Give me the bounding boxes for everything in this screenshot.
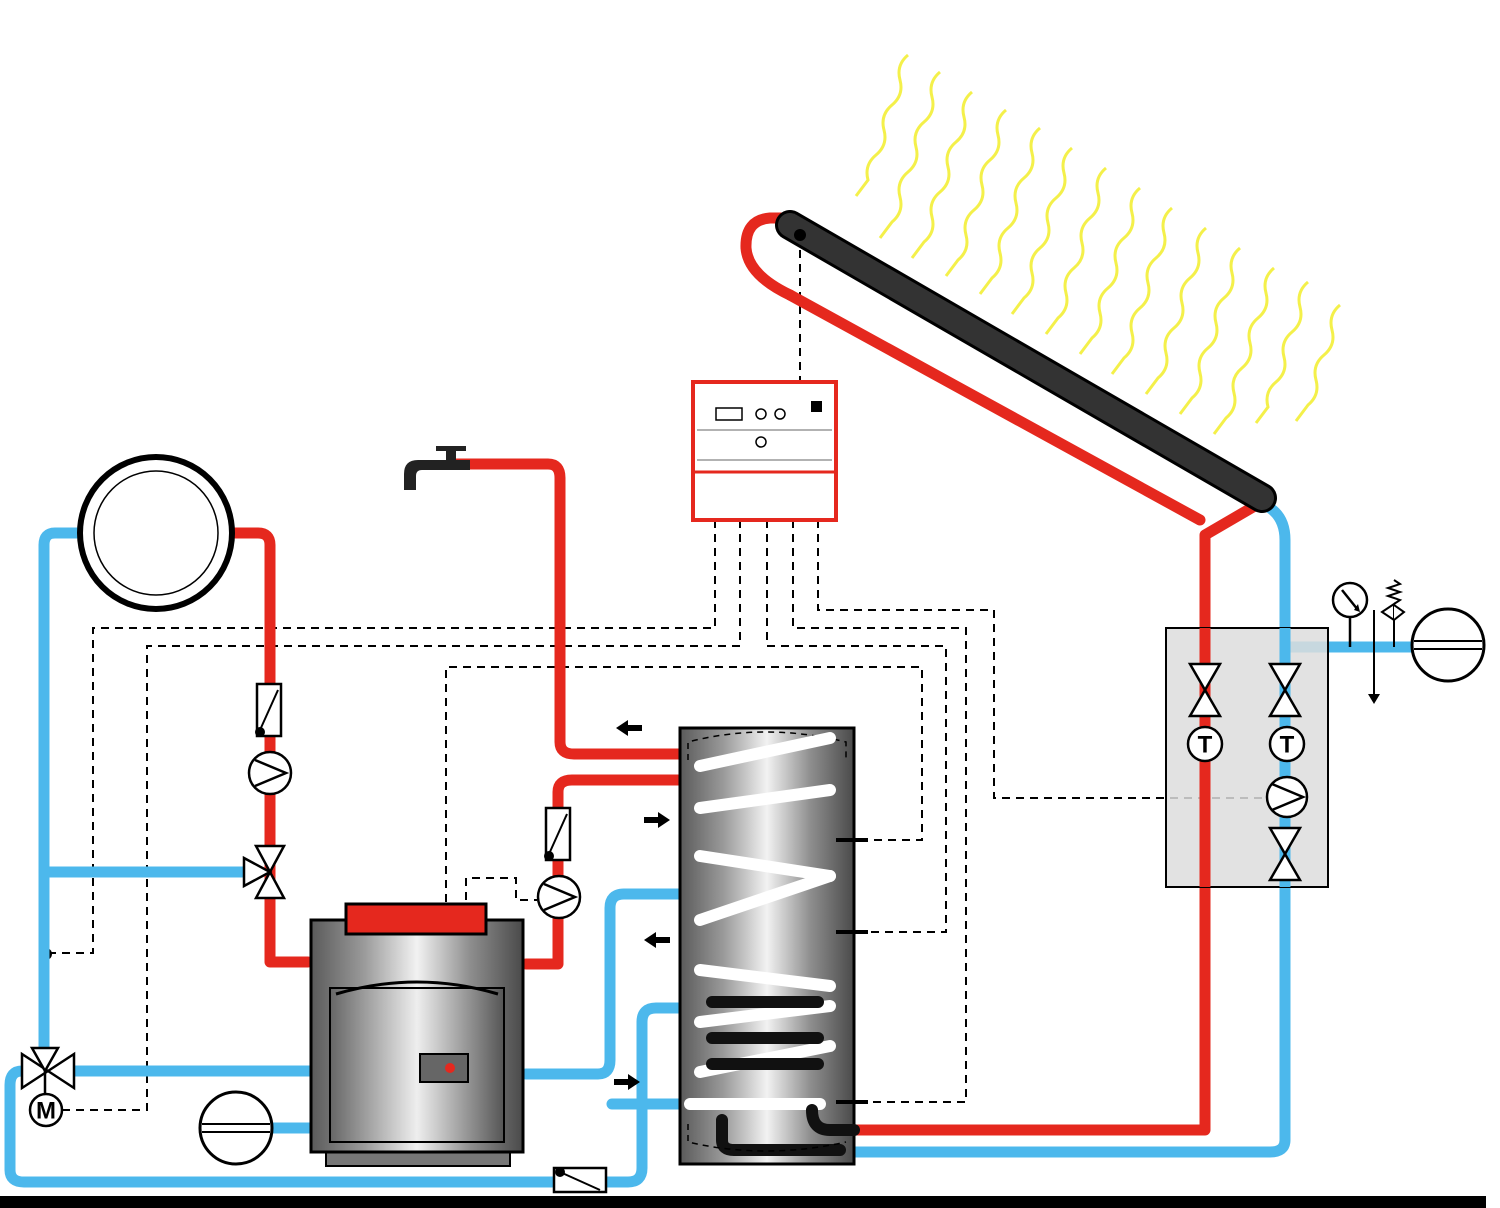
controller-knob[interactable] — [755, 408, 767, 420]
flow-meter-icon — [544, 806, 572, 862]
collector-return-pipe — [784, 289, 1206, 526]
flow-arrows — [614, 720, 670, 1090]
storage-tank — [678, 726, 868, 1166]
safety-valve-icon — [1368, 579, 1406, 704]
valve-icon[interactable] — [1267, 826, 1303, 882]
pump-icon[interactable] — [1265, 775, 1309, 819]
flow-arrow-left — [616, 720, 642, 736]
thermometer-icon: T — [1268, 725, 1306, 763]
sun-rays — [854, 53, 1342, 435]
boiler-panel — [419, 1053, 469, 1083]
flow-arrow-right — [614, 1074, 640, 1090]
ground-line — [0, 1196, 1486, 1208]
controller-knob[interactable] — [755, 436, 767, 448]
svg-text:T: T — [1198, 732, 1213, 759]
boiler-door — [329, 987, 505, 1143]
controller-display — [715, 407, 743, 421]
solar-collector — [775, 210, 1277, 513]
controller-knob[interactable] — [774, 408, 786, 420]
flow-meter-icon — [255, 682, 283, 738]
pump-icon[interactable] — [536, 874, 582, 920]
thermometer-icon: T — [1186, 725, 1224, 763]
controller-indicator — [811, 401, 822, 412]
pressure-gauge-icon — [1331, 581, 1369, 647]
svg-text:T: T — [1280, 732, 1295, 759]
valve-icon[interactable] — [1267, 662, 1303, 718]
solar-controller — [691, 380, 838, 522]
valve-icon[interactable] — [242, 844, 287, 900]
expansion-vessel-icon — [1410, 607, 1486, 683]
tap-icon — [404, 446, 470, 490]
pump-icon[interactable] — [247, 750, 293, 796]
mixing-valve[interactable] — [20, 1046, 76, 1094]
svg-text:M: M — [36, 1098, 56, 1125]
flow-meter-icon — [552, 1166, 608, 1194]
valve-icon[interactable] — [1187, 662, 1223, 718]
expansion-vessel-icon — [77, 454, 235, 612]
tank-lower-coil — [706, 996, 860, 1156]
boiler — [309, 902, 525, 1167]
boiler-burner — [344, 902, 488, 936]
expansion-vessel-icon — [198, 1090, 274, 1166]
flow-arrow-right — [644, 812, 670, 828]
tank-upper-coil — [684, 732, 836, 1110]
motor-icon: M — [28, 1092, 64, 1128]
boiler-status-light — [445, 1063, 455, 1073]
control-wiring — [47, 236, 1270, 1111]
flow-arrow-left — [644, 932, 670, 948]
